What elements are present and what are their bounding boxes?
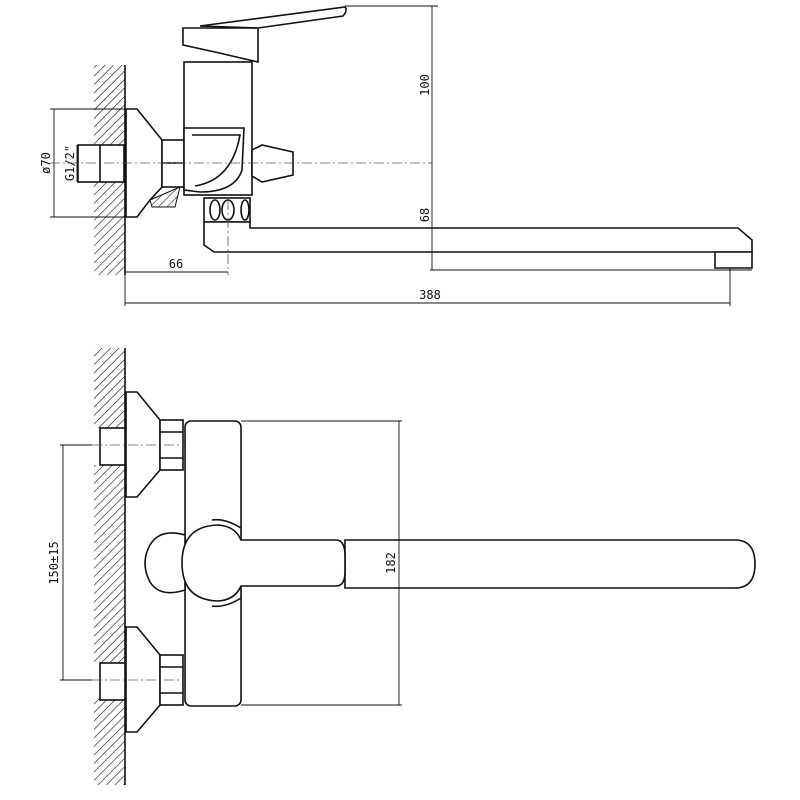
body-curve [183,127,245,193]
dim-150-label: 150±15 [47,541,61,584]
dim-thread-label: G1/2" [63,145,77,181]
diverter-top [144,532,186,594]
dimension-length: 388 [124,268,731,306]
handle [181,524,346,602]
lever [199,6,347,29]
wall-section [94,65,126,275]
dim-388-label: 388 [419,288,441,302]
wall-section [94,348,126,785]
dimension-flange: ø70 G1/2" [39,108,126,218]
spout [203,221,753,253]
dim-diameter-label: ø70 [39,152,53,174]
dimension-height: 100 68 [345,5,752,271]
flange-lower [125,626,161,733]
dimension-depth: 66 [125,257,228,273]
pipe-upper [99,427,126,466]
side-view: 100 68 66 388 ø70 G1/2" [39,5,753,306]
spout-top [344,539,756,589]
dim-100-label: 100 [418,74,432,96]
aerator [714,251,753,269]
diverter-knob [251,144,294,183]
inlet-pipe [77,144,125,183]
spout-outlet-ring [203,197,251,223]
flange-hatch [149,186,181,208]
flange-upper [125,391,161,498]
dim-68-label: 68 [418,208,432,222]
pipe-lower [99,662,126,701]
dim-182-label: 182 [384,552,398,574]
cartridge-cap [182,27,259,64]
dimension-spacing: 150±15 [47,444,92,681]
dimension-body-height: 182 [241,420,402,706]
top-view: 150±15 182 [47,348,756,785]
dim-66-label: 66 [169,257,183,271]
